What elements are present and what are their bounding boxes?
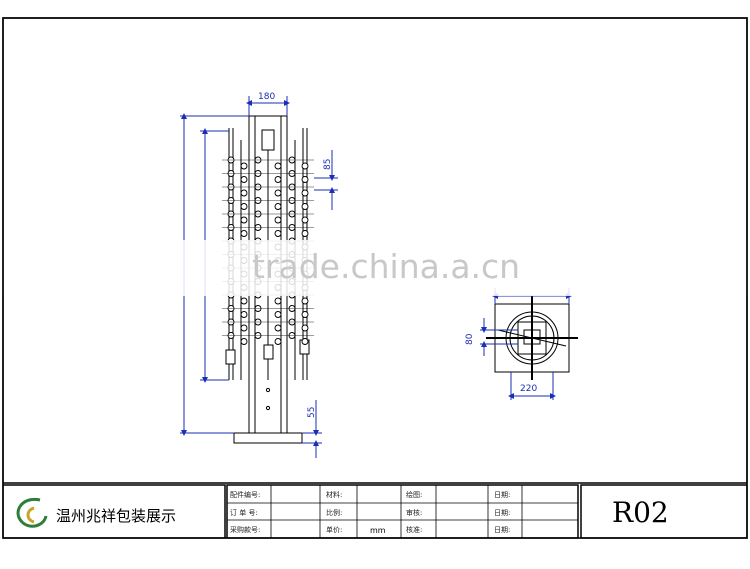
hook-ring — [301, 189, 309, 197]
hook-ring — [301, 230, 309, 237]
hook-ring — [274, 189, 282, 197]
hook-ring — [274, 216, 282, 224]
label-drawn-by: 绘图: — [406, 491, 423, 499]
label-checked: 审核: — [406, 509, 423, 517]
label-order-number: 订 单 号: — [230, 509, 258, 517]
hook-ring — [240, 176, 248, 183]
dim-top-height: 80 — [465, 333, 475, 345]
hook-ring — [274, 297, 282, 305]
hook-ring — [301, 297, 309, 305]
dim-front-base: 55 — [307, 407, 317, 418]
hook-ring — [301, 162, 309, 170]
label-date-3: 日期: — [494, 526, 511, 534]
label-approved: 核准: — [406, 526, 423, 534]
watermark-band — [0, 240, 750, 296]
hook-ring — [274, 162, 282, 170]
watermark-text: trade.china.a.cn — [252, 247, 521, 286]
hook-ring — [240, 297, 248, 305]
hook-ring — [240, 203, 248, 210]
top-view — [486, 296, 578, 380]
hook-ring — [301, 311, 309, 318]
company-name: 温州兆祥包装展示 — [56, 507, 177, 525]
hook-ring — [240, 216, 248, 224]
label-date-2: 日期: — [494, 509, 511, 517]
dim-top-width: 220 — [520, 384, 537, 394]
dim-front-width: 180 — [258, 92, 275, 102]
hook-ring — [274, 203, 282, 210]
hook-ring — [301, 203, 309, 210]
hook-ring — [240, 338, 248, 345]
hook-ring — [301, 324, 309, 332]
unit-label: mm — [370, 526, 386, 535]
hook-ring — [274, 176, 282, 183]
label-part-number: 配件编号: — [230, 491, 261, 499]
hook-ring — [240, 162, 248, 170]
label-purchase-number: 采购款号: — [230, 526, 261, 534]
hook-ring — [240, 230, 248, 237]
label-material: 材料: — [326, 491, 343, 499]
company-logo — [16, 497, 48, 528]
drawing-code: R02 — [612, 496, 669, 529]
label-date-1: 日期: — [494, 491, 511, 499]
hook-ring — [301, 338, 309, 345]
hook-ring — [274, 324, 282, 332]
label-scale: 比例: — [326, 509, 343, 517]
hook-ring — [274, 311, 282, 318]
hook-ring — [240, 324, 248, 332]
title-block — [2, 484, 748, 539]
dim-front-spacing: 85 — [323, 159, 333, 170]
label-unit-price: 单价: — [326, 526, 343, 534]
hook-ring — [240, 311, 248, 318]
hook-ring — [301, 216, 309, 224]
hook-ring — [274, 230, 282, 237]
hook-ring — [274, 338, 282, 345]
hook-ring — [301, 176, 309, 183]
hook-ring — [240, 189, 248, 197]
